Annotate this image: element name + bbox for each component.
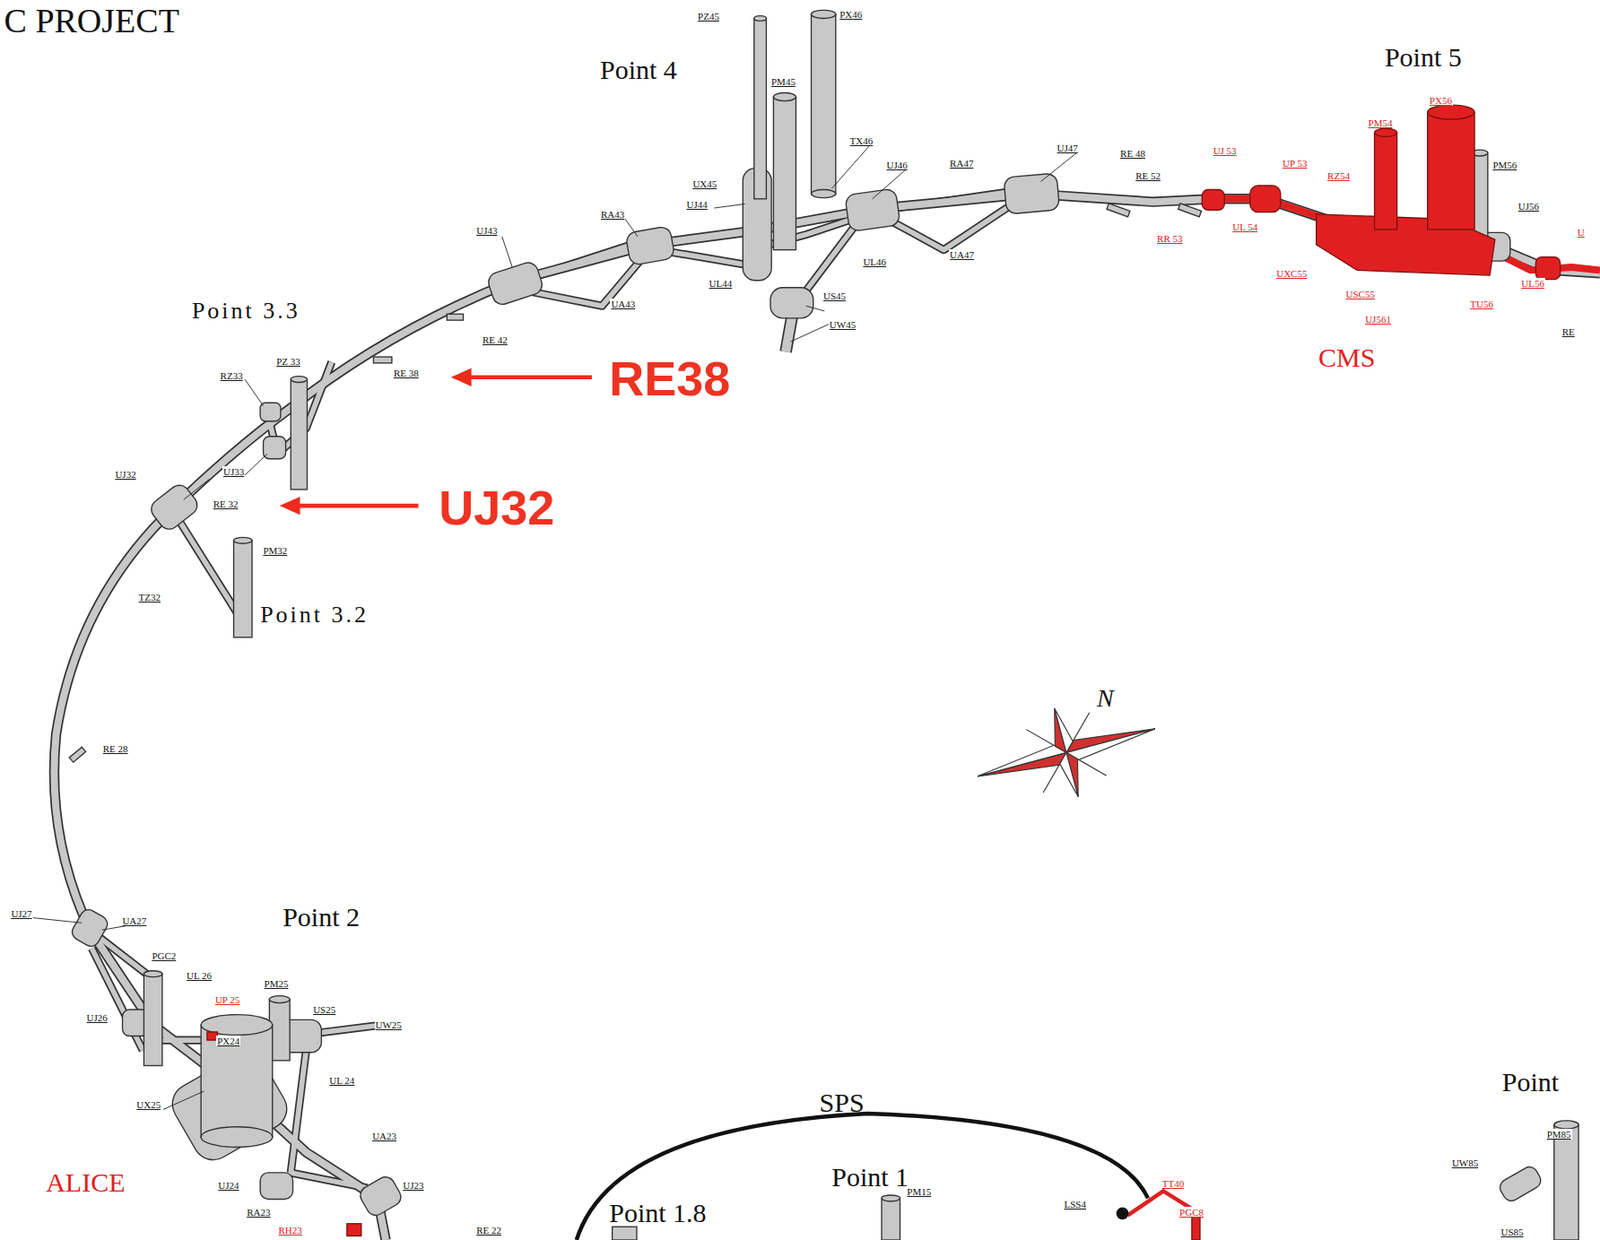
part-label: PM32 (261, 545, 288, 557)
point-label: Point 1.8 (608, 1197, 706, 1227)
part-label: UA27 (121, 915, 148, 927)
experiment-label: ALICE (45, 1166, 125, 1197)
part-label: UJ33 (222, 466, 245, 478)
experiment-label: CMS (1318, 342, 1375, 373)
part-label: US85 (1500, 1226, 1525, 1238)
part-label: UA23 (371, 1130, 398, 1142)
part-label: UL 26 (185, 970, 213, 982)
leader-lines (32, 146, 1077, 1111)
point-label: Point 2 (282, 901, 360, 931)
part-label-red: UP 53 (1281, 157, 1308, 169)
tunnel-outline (53, 191, 1600, 1240)
part-label: UW85 (1451, 1157, 1479, 1169)
part-label: PM15 (905, 1186, 932, 1198)
part-label-red: U (1576, 226, 1586, 238)
part-label: RA23 (245, 1207, 271, 1218)
part-label: RE 52 (1134, 170, 1162, 182)
part-label: UL46 (861, 256, 887, 268)
part-label: UJ46 (886, 159, 909, 171)
part-label-red: TT40 (1161, 1178, 1185, 1190)
part-label: UJ24 (217, 1180, 240, 1192)
part-label-red: UL56 (1520, 278, 1546, 289)
part-label-red: UJ 53 (1212, 145, 1238, 157)
part-label-red: RH23 (277, 1225, 303, 1236)
part-label: UL44 (708, 278, 734, 289)
part-label: RE 48 (1119, 147, 1147, 159)
part-label-red: UP 25 (214, 994, 241, 1006)
part-label: PM45 (770, 76, 797, 87)
part-label: PZ45 (696, 10, 721, 22)
part-label: US25 (312, 1004, 337, 1016)
part-label: UJ27 (9, 908, 33, 920)
point-label: Point 4 (600, 54, 678, 85)
part-label-red: USC55 (1345, 288, 1376, 300)
part-label: UJ56 (1517, 200, 1540, 212)
part-label: RE 38 (392, 367, 420, 379)
point-label: Point 3.2 (260, 602, 369, 629)
point-label: Point 1 (831, 1161, 909, 1192)
part-label: UJ47 (1056, 142, 1079, 154)
part-label: UW45 (828, 319, 857, 331)
part-label: UA47 (948, 249, 975, 261)
point-label: SPS (819, 1086, 865, 1117)
part-label: UJ44 (686, 199, 709, 210)
part-label: PX24 (216, 1034, 241, 1046)
part-label: UJ23 (401, 1180, 425, 1192)
point-label: Point (1502, 1067, 1559, 1097)
part-label: PM56 (1491, 159, 1518, 171)
part-label: PX46 (838, 8, 863, 20)
caverns (69, 168, 1544, 1240)
part-label: UJ26 (86, 1012, 109, 1024)
part-label: PM25 (263, 978, 290, 990)
part-label-red: TU56 (1469, 298, 1495, 310)
callout-label: UJ32 (438, 481, 555, 535)
part-label: TZ32 (138, 591, 162, 603)
shafts (143, 9, 1579, 1240)
part-label: PGC2 (150, 950, 177, 962)
part-label-red: UXC55 (1275, 268, 1308, 279)
part-label: LSS4 (1063, 1199, 1087, 1210)
part-label-red: RR 53 (1156, 233, 1183, 244)
part-label-red: UJ561 (1364, 313, 1392, 325)
page-title: C PROJECT (4, 2, 180, 41)
point-label: Point 3.3 (191, 298, 301, 325)
callout-label: RE38 (608, 353, 731, 407)
part-label-red: PX56 (1428, 94, 1453, 105)
compass-rose (965, 684, 1167, 821)
part-label: RE 42 (481, 334, 509, 346)
part-label-red: PM54 (1367, 116, 1394, 128)
sps-ring (576, 1113, 1197, 1240)
tunnel-fill (53, 191, 1600, 1240)
part-label: RE 28 (102, 743, 130, 755)
point-label: Point 5 (1384, 41, 1462, 71)
part-label: UW25 (374, 1019, 403, 1031)
part-label: UX25 (135, 1099, 162, 1111)
part-label: US45 (822, 290, 847, 302)
part-label: RE 22 (475, 1225, 503, 1236)
part-label: UL 24 (328, 1075, 356, 1087)
part-label-red: UL 54 (1231, 221, 1259, 233)
part-label: UX45 (691, 178, 718, 190)
part-label: PZ 33 (275, 356, 302, 367)
north-mark: N (1096, 685, 1114, 714)
part-label: RA43 (600, 208, 626, 220)
part-label: PM85 (1546, 1129, 1573, 1140)
cms-complex (207, 104, 1561, 1240)
part-label: UJ32 (113, 469, 137, 480)
part-label: UJ43 (475, 225, 498, 236)
part-label: UA43 (609, 298, 636, 310)
part-label-red: RZ54 (1326, 170, 1351, 182)
part-label: TX46 (849, 135, 875, 147)
part-label: RA47 (948, 157, 974, 169)
part-label: RE (1561, 326, 1576, 338)
part-label: RE 32 (212, 498, 240, 510)
part-label: RZ33 (219, 370, 244, 382)
part-label-red: PGC8 (1178, 1207, 1205, 1218)
